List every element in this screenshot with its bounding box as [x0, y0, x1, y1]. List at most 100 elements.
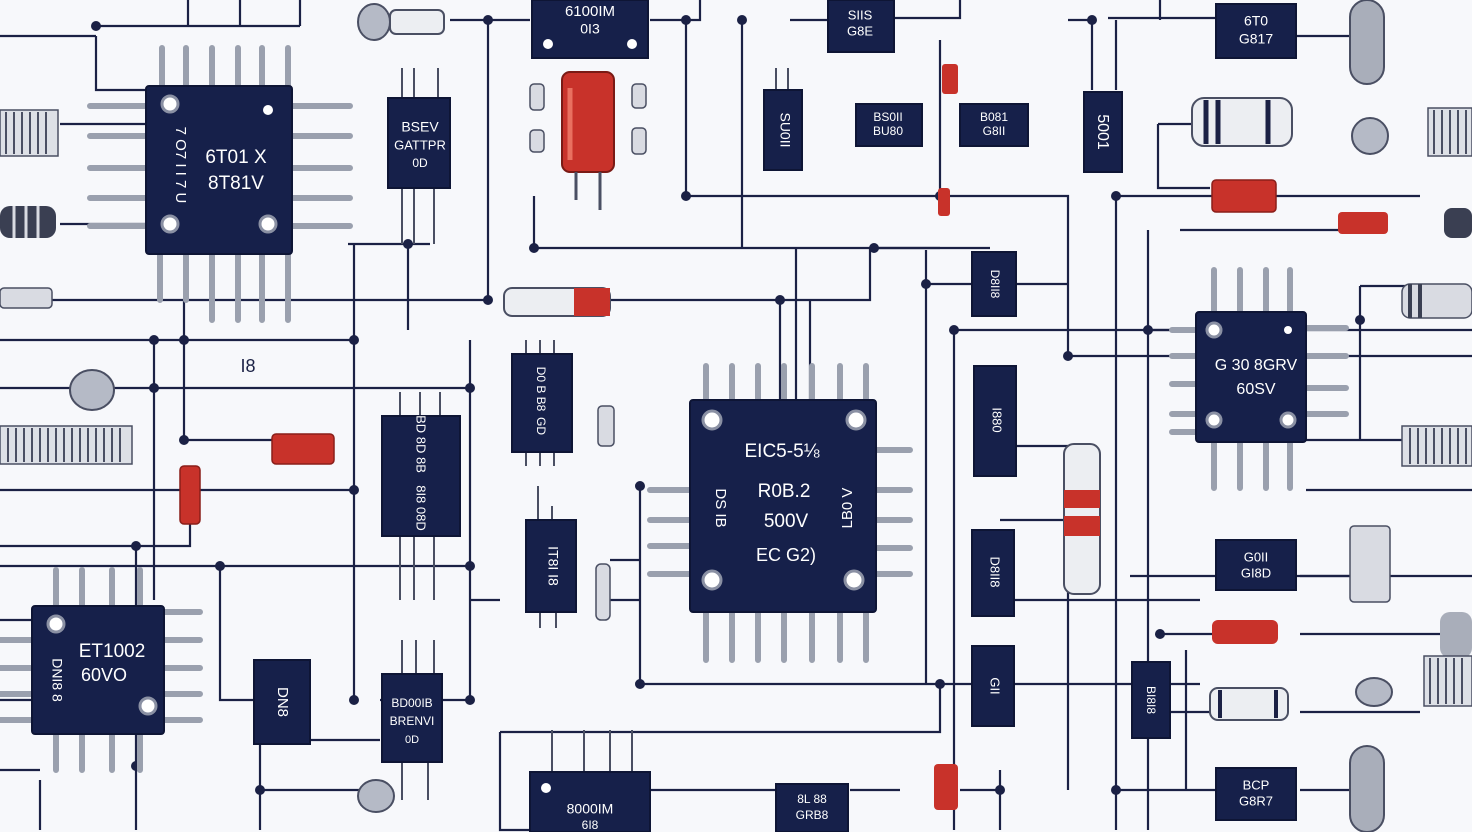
resistor-bottom-small	[934, 764, 958, 810]
ic-right-line-2: 60SV	[1236, 381, 1275, 398]
ic-top-left-side: 7 O7 I I 7 U	[172, 127, 189, 204]
ic-center-line-3: EC G2)	[756, 545, 816, 565]
pin-label: I8	[240, 356, 255, 376]
module-top-right-line-2: G817	[1239, 31, 1273, 47]
ic-bottom-left-line-2: 60VO	[81, 665, 127, 685]
ic-center-title: EIC5-5⅛	[745, 441, 820, 462]
module-bsev-line-1: BSEV	[401, 119, 439, 135]
module-bottom-e[interactable]: BCP G8R7	[1215, 767, 1297, 821]
module-dual-top: BD 8D 8B	[414, 415, 429, 473]
module-mid-a[interactable]: BS0II BU80	[855, 103, 923, 147]
capsules	[69, 0, 1472, 832]
module-top-right-line-1: 6T0	[1244, 13, 1268, 29]
module-right-v[interactable]: BI8I8	[1131, 661, 1171, 739]
module-bottom-d-line-1: 8L 88	[797, 792, 827, 806]
axial-components	[529, 83, 647, 621]
electrolytic-capacitor	[561, 71, 615, 210]
module-bsev-line-3: 0D	[412, 156, 428, 170]
ic-center-pins	[647, 363, 913, 663]
module-v-right2[interactable]: D8II8	[971, 529, 1015, 617]
module-bottom-c-line-2: 6I8	[582, 818, 599, 832]
module-dual[interactable]: BD 8D 8B 8I8 08D	[381, 392, 461, 600]
module-top-center[interactable]: 6100IM 0I3	[531, 0, 649, 59]
module-v-small[interactable]: D8II8	[971, 251, 1017, 317]
resistor-right-top	[1211, 179, 1277, 213]
module-bottom-c[interactable]: 8000IM 6I8	[529, 730, 651, 832]
module-v-right1[interactable]: I880	[973, 365, 1017, 477]
module-v5-label: 5001	[1094, 114, 1111, 150]
resistor-mid-small	[938, 188, 950, 216]
module-mid-left1-line-2: B8	[534, 397, 548, 412]
module-bottom-a-label: DN8	[274, 687, 291, 717]
pin-label-text: I8	[240, 356, 255, 376]
ic-bottom-left-side: DNI8 8	[49, 658, 65, 702]
resistors	[179, 64, 1388, 810]
module-v5[interactable]: 5001	[1083, 91, 1123, 173]
ic-right[interactable]: G 30 8GRV 60SV	[1169, 267, 1349, 491]
resistor-left-vertical	[179, 465, 201, 525]
ic-center-side-left: DS IB	[712, 488, 729, 527]
module-mid-b-line-2: G8II	[983, 124, 1006, 138]
module-dual-bottom: 8I8 08D	[414, 485, 429, 531]
module-bsev-line-2: GATTPR	[394, 137, 446, 152]
resistor-top-small	[942, 64, 958, 94]
ic-center-side-right: LB0 V	[839, 488, 856, 529]
module-bottom-b-line-1: BD00IB	[391, 696, 432, 710]
module-top-center-line-2: 0I3	[580, 21, 600, 37]
module-right-mid-line-2: GI8D	[1241, 565, 1271, 580]
module-top-c2[interactable]: SIIS G8E	[827, 0, 895, 53]
module-bottom-b-line-3: 0D	[405, 734, 419, 746]
module-bottom-b-line-2: BRENVI	[390, 714, 435, 728]
module-bottom-e-line-2: G8R7	[1239, 793, 1273, 808]
ic-bottom-left[interactable]: ET1002 60VO DNI8 8	[0, 567, 203, 773]
ic-right-pins	[1169, 267, 1349, 491]
module-v-right3[interactable]: GII	[971, 645, 1015, 727]
module-v-mid-label: IT8I I8	[545, 546, 561, 586]
module-bottom-d-line-2: GRB8	[796, 808, 829, 822]
module-right-mid-line-1: G0II	[1244, 549, 1269, 564]
module-bottom-a[interactable]: DN8	[253, 659, 311, 745]
module-mid-b[interactable]: B081 G8II	[959, 103, 1029, 147]
module-bsev[interactable]: BSEV GATTPR 0D	[387, 68, 451, 244]
resistor-mid-left	[271, 433, 335, 465]
module-top-c2-line-2: G8E	[847, 23, 873, 38]
module-v-left-label: SU0II	[777, 112, 793, 147]
module-right-v-label: BI8I8	[1144, 686, 1158, 714]
module-right-mid[interactable]: G0II GI8D	[1215, 539, 1297, 591]
finned-components	[0, 107, 1472, 707]
resistor-right-low	[1212, 620, 1278, 644]
module-mid-a-line-2: BU80	[873, 124, 903, 138]
ic-right-line-1: G 30 8GRV	[1215, 357, 1298, 374]
module-v-mid[interactable]: IT8I I8	[525, 486, 577, 628]
module-top-c2-line-1: SIIS	[848, 7, 873, 22]
module-bottom-e-line-1: BCP	[1243, 777, 1270, 792]
module-bottom-d[interactable]: 8L 88 GRB8	[775, 783, 849, 832]
ic-top-left[interactable]: 6T01 X 8T81V 7 O7 I I 7 U	[87, 45, 353, 323]
module-mid-left1-line-3: GD	[534, 417, 548, 435]
striped-tubes	[503, 97, 1293, 721]
edge-connectors	[0, 206, 1472, 603]
ic-center-line-1: R0B.2	[758, 481, 811, 502]
module-v-small-label: D8II8	[988, 270, 1002, 299]
ic-bottom-left-line-1: ET1002	[79, 641, 146, 662]
module-mid-a-line-1: BS0II	[873, 110, 902, 124]
module-top-right[interactable]: 6T0 G817	[1215, 3, 1297, 59]
module-bottom-b[interactable]: BD00IB BRENVI 0D	[381, 640, 443, 800]
resistor-right-small	[1338, 212, 1388, 234]
module-v-right2-label: D8II8	[988, 556, 1003, 587]
ic-top-left-line-2: 8T81V	[208, 173, 264, 194]
ic-top-left-line-1: 6T01 X	[205, 147, 267, 168]
module-bottom-c-line-1: 8000IM	[567, 801, 614, 817]
ic-top-left-pins	[87, 45, 353, 323]
module-mid-left1[interactable]: D0 B B8 GD	[511, 340, 573, 466]
module-v-right1-label: I880	[990, 407, 1005, 432]
module-top-center-line-1: 6100IM	[565, 3, 615, 20]
ic-center[interactable]: EIC5-5⅛ R0B.2 500V EC G2) DS IB LB0 V	[647, 363, 913, 663]
ic-center-line-2: 500V	[764, 511, 809, 532]
module-mid-b-line-1: B081	[980, 110, 1008, 124]
module-mid-left1-line-1: D0 B	[534, 367, 548, 394]
module-v-left[interactable]: SU0II	[763, 68, 803, 171]
ic-bottom-left-pins	[0, 567, 203, 773]
module-v-right3-label: GII	[988, 677, 1003, 694]
